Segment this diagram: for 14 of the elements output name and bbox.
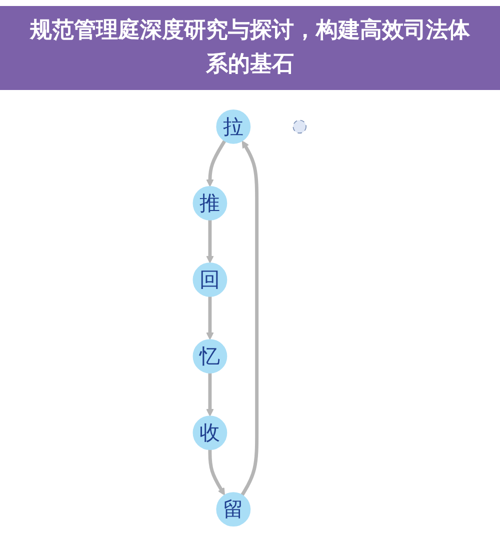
node-circle: 留 (216, 492, 251, 527)
arrow (241, 140, 259, 496)
title-banner: 规范管理庭深度研究与探讨，构建高效司法体系的基石 (0, 6, 500, 90)
node-circle: 回 (193, 262, 228, 297)
node-circle: 忆 (193, 339, 228, 374)
node-circle (293, 120, 307, 134)
node-circle: 推 (193, 186, 228, 220)
node-circle: 拉 (216, 109, 251, 144)
arrow (208, 450, 226, 496)
arrow (206, 373, 214, 416)
arrow (206, 220, 214, 264)
arrow (206, 140, 226, 187)
arrow (206, 296, 214, 340)
node-circle: 收 (193, 416, 228, 450)
